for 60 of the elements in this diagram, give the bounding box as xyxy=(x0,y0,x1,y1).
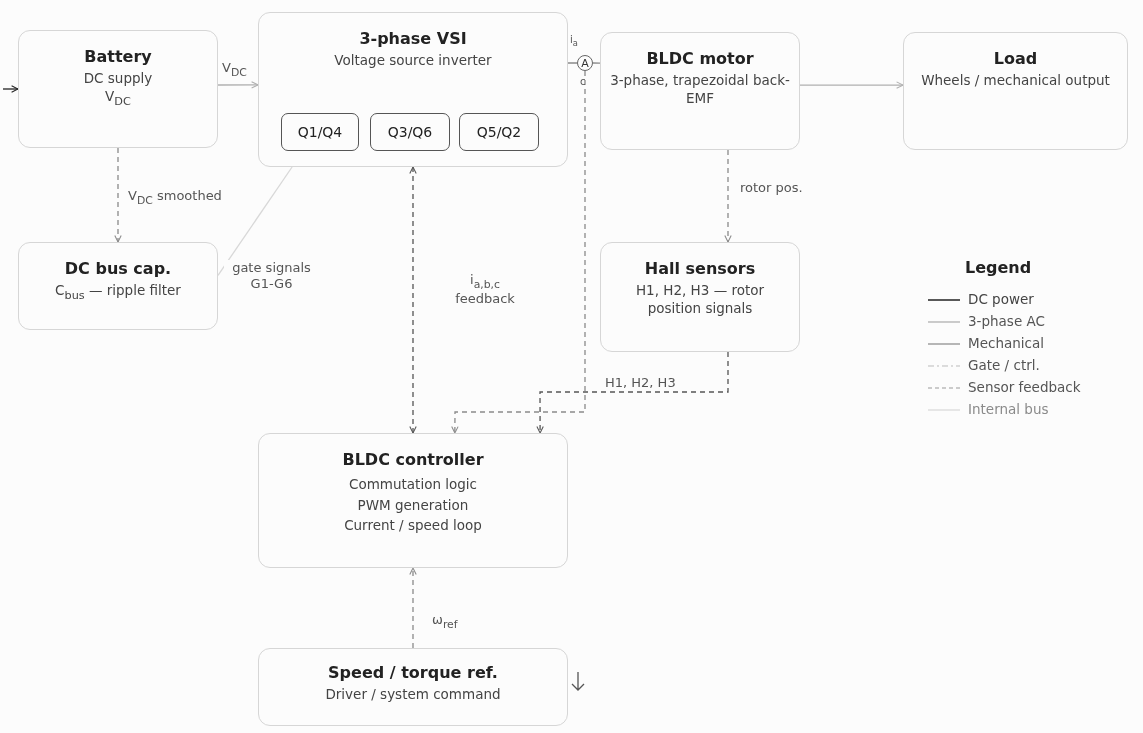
arrow xyxy=(451,70,586,434)
load-box xyxy=(903,32,1128,150)
node-text: A xyxy=(581,57,589,69)
node-title: Load xyxy=(993,49,1038,68)
legend-text: Sensor feedback xyxy=(968,379,1081,395)
ammeter-circle xyxy=(577,55,593,71)
arrow xyxy=(536,351,729,434)
node-text: Wheels / mechanical output xyxy=(920,72,1111,90)
node-text: Q1/Q4 xyxy=(297,122,343,142)
node-title: BLDC controller xyxy=(342,450,484,469)
arrow xyxy=(114,147,122,243)
capacitor-box xyxy=(18,242,218,330)
switch-pair-box xyxy=(459,113,539,151)
node-text: PWM generation xyxy=(357,496,469,515)
battery-box xyxy=(18,30,218,148)
arrow xyxy=(409,166,417,434)
sensor-box xyxy=(600,242,800,352)
node-text: 3-phase, trapezoidal back-EMF xyxy=(609,72,791,108)
arrow xyxy=(409,567,417,649)
node-text: C$_{bus}$ — ripple filter xyxy=(55,282,181,304)
node-title: 3-phase VSI xyxy=(359,29,467,48)
legend-text: DC power xyxy=(968,291,1034,307)
node-text: Q3/Q6 xyxy=(387,122,433,142)
current-label: i$_{a}$ xyxy=(570,34,578,48)
node-title: DC bus cap. xyxy=(64,259,172,278)
motor-box xyxy=(600,32,800,150)
node-title: Battery xyxy=(84,47,152,66)
legend-text: Mechanical xyxy=(968,335,1044,351)
legend-text: 3-phase AC xyxy=(968,313,1045,329)
legend-text: Internal bus xyxy=(968,401,1049,417)
arrow xyxy=(2,85,19,93)
edge-label: V$_{DC}$ smoothed xyxy=(128,188,222,207)
node-text: DC supply xyxy=(83,70,153,88)
node-text: Voltage source inverter xyxy=(334,52,492,70)
edge-label: rotor pos. xyxy=(740,180,803,196)
node-text: Driver / system command xyxy=(325,686,501,704)
legend-text: Gate / ctrl. xyxy=(968,357,1040,373)
controller-box xyxy=(258,433,568,568)
node-title: Hall sensors xyxy=(644,259,756,278)
arrow xyxy=(217,81,259,89)
edge-label: V$_{DC}$ xyxy=(222,60,247,79)
switch-pair-box xyxy=(370,113,450,151)
node-title: BLDC motor xyxy=(646,49,754,68)
node-text: Current / speed loop xyxy=(344,517,482,535)
node-text: V$_{DC}$ xyxy=(105,87,131,109)
switch-pair-box xyxy=(281,113,359,151)
connector-line xyxy=(567,62,578,64)
arrow xyxy=(724,149,732,243)
edge-label: H1, H2, H3 xyxy=(605,375,676,391)
current-label: c xyxy=(580,76,586,88)
node-title: Speed / torque ref. xyxy=(328,663,498,682)
arrow xyxy=(799,81,904,89)
connector-line xyxy=(217,166,293,277)
connector-line xyxy=(592,62,601,64)
legend-title: Legend xyxy=(965,258,1032,278)
node-text: Commutation logic xyxy=(349,476,477,494)
node-text: H1, H2, H3 — rotor position signals xyxy=(634,282,766,318)
reference-box xyxy=(258,648,568,726)
node-text: Q5/Q2 xyxy=(476,122,522,142)
inverter-box xyxy=(258,12,568,167)
